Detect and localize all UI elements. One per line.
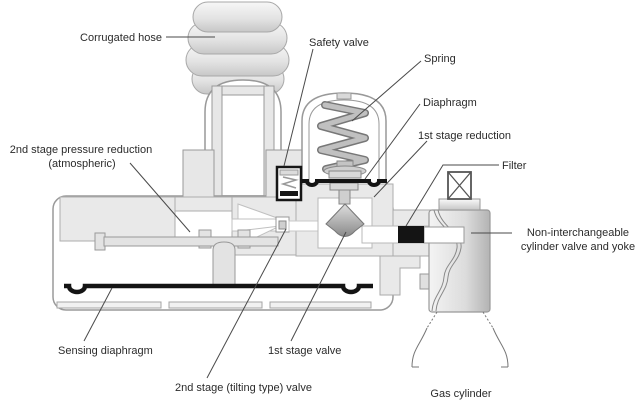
label-spring: Spring: [424, 53, 456, 65]
gas-cylinder-shape: [411, 311, 509, 368]
label-cylinder-valve-line1: Non-interchangeable: [527, 227, 629, 239]
tilting-lever: [94, 229, 279, 287]
spring-coil: [317, 101, 369, 173]
safety-valve-shape: [275, 165, 303, 202]
label-second-stage-reduction-line2: (atmospheric): [48, 158, 115, 170]
inlet-nipple: [423, 226, 465, 244]
spring-seat: [323, 160, 367, 179]
filter-shape: [398, 226, 424, 243]
label-diaphragm: Diaphragm: [423, 97, 477, 109]
label-filter: Filter: [502, 160, 527, 172]
label-gas-cylinder: Gas cylinder: [430, 388, 491, 400]
label-sensing-diaphragm: Sensing diaphragm: [58, 345, 153, 357]
cylinder-valve-shape: [428, 198, 491, 313]
label-corrugated-hose: Corrugated hose: [80, 32, 162, 44]
first-stage-valve-shape: [325, 182, 365, 237]
label-second-stage-valve: 2nd stage (tilting type) valve: [175, 382, 312, 394]
outlet-dome: [204, 79, 282, 197]
label-second-stage-reduction-line1: 2nd stage pressure reduction: [10, 144, 152, 156]
label-safety-valve: Safety valve: [309, 37, 369, 49]
label-first-stage-reduction: 1st stage reduction: [418, 130, 511, 142]
sensing-diaphragm-shape: [64, 283, 373, 295]
label-first-stage-valve: 1st stage valve: [268, 345, 341, 357]
diaphragm-shape: [300, 179, 387, 187]
valve-handwheel-icon: [447, 171, 472, 200]
label-cylinder-valve-line2: cylinder valve and yoke: [521, 241, 635, 253]
leader-lines: [83, 36, 512, 379]
bottom-vent-cover: [56, 301, 372, 309]
